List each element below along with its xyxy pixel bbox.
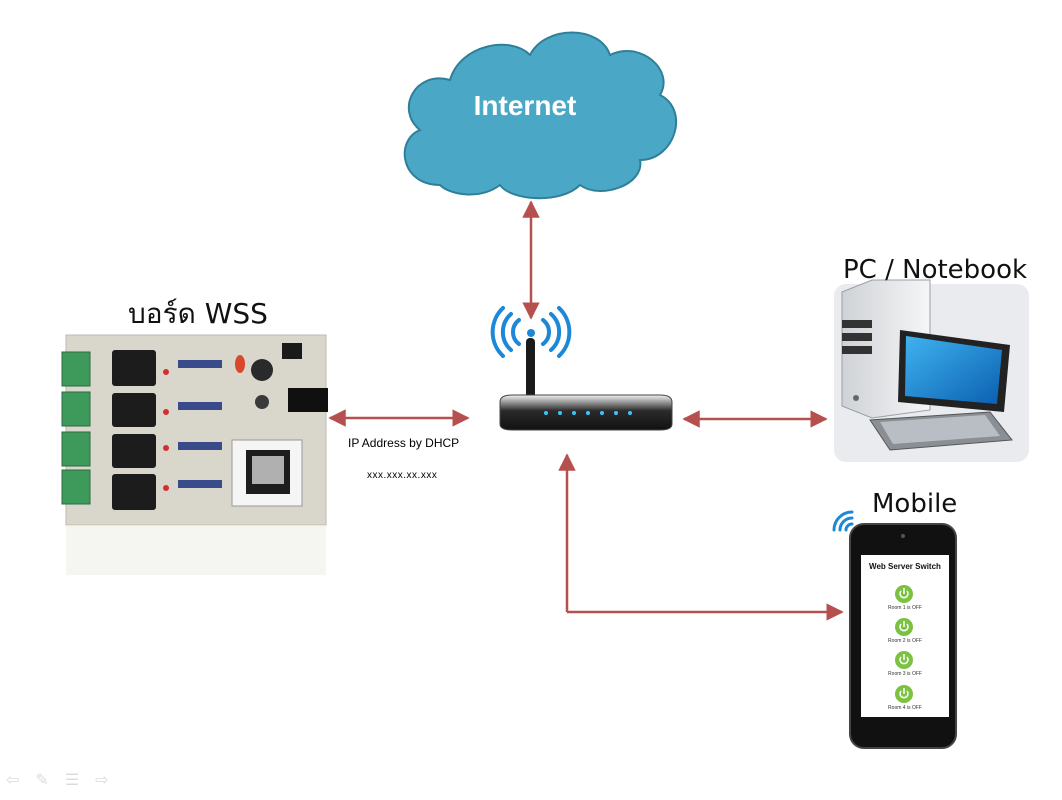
router-wifi-icon [490, 306, 572, 358]
room-status-label: Room 1 is OFF [888, 605, 922, 611]
router [490, 306, 673, 431]
board-label: บอร์ด WSS [128, 297, 268, 330]
mobile-label: Mobile [872, 489, 958, 519]
arrows [328, 200, 844, 621]
mobile-phone [832, 510, 957, 749]
phone-app-title: Web Server Switch [869, 562, 941, 571]
pc-notebook-label: PC / Notebook [843, 255, 1028, 285]
ip-value: xxx.xxx.xx.xxx [367, 470, 438, 481]
wss-board [61, 334, 328, 575]
room-status-label: Room 2 is OFF [888, 638, 922, 644]
pen-icon[interactable]: ✎ [35, 772, 49, 789]
menu-icon[interactable]: ☰ [64, 772, 80, 789]
prev-arrow-icon[interactable]: ⇦ [6, 772, 20, 789]
internet-cloud [403, 31, 678, 200]
internet-label: Internet [473, 90, 577, 121]
phone-power-buttons [895, 585, 913, 703]
room-status-label: Room 4 is OFF [888, 705, 922, 711]
pc-notebook [834, 279, 1029, 462]
slide-nav: ⇦ ✎ ☰ ⇨ [6, 770, 109, 790]
room-status-label: Room 3 is OFF [888, 671, 922, 677]
ip-caption: IP Address by DHCP [348, 436, 460, 450]
next-arrow-icon[interactable]: ⇨ [95, 772, 109, 789]
mobile-wifi-icon [832, 510, 854, 532]
